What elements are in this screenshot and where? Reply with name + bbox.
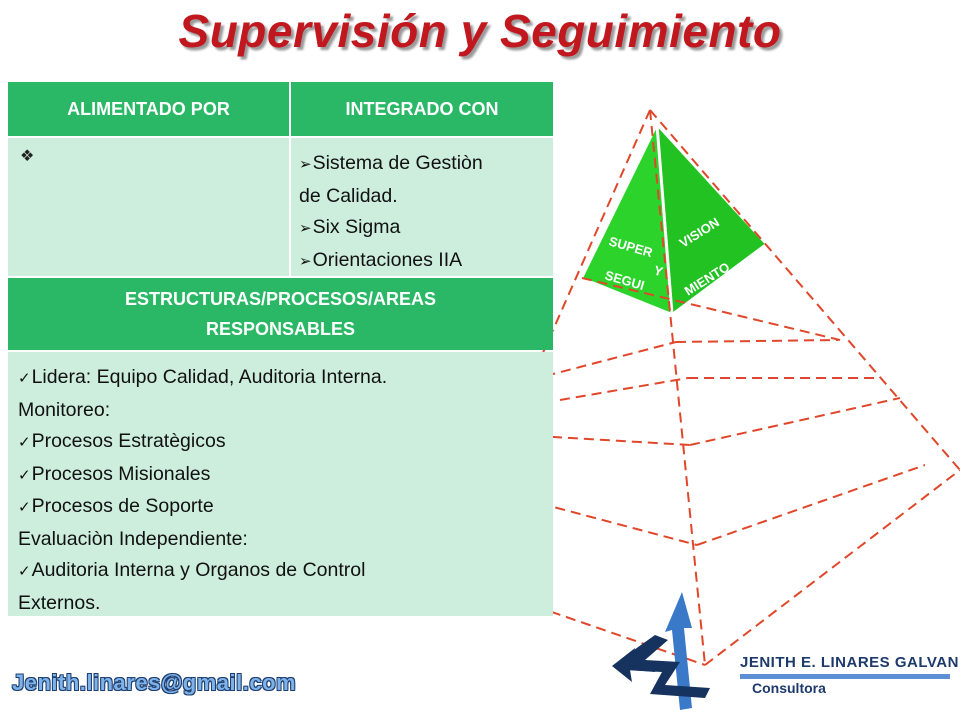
table-header-row: ALIMENTADO POR INTEGRADO CON bbox=[8, 82, 553, 136]
pyramid-level-4-right bbox=[696, 464, 926, 546]
list-item: ➢Six Sigma bbox=[299, 216, 401, 238]
pyramid-label-left-3: SEGUI bbox=[603, 267, 646, 293]
logo-subtitle: Consultora bbox=[752, 680, 826, 696]
evaluacion-label: Evaluaciòn Independiente: bbox=[18, 527, 248, 550]
monitoreo-label: Monitoreo: bbox=[18, 398, 111, 421]
pyramid-level-1-right bbox=[675, 339, 839, 343]
list-item: ✓Lidera: Equipo Calidad, Auditoria Inter… bbox=[18, 366, 388, 388]
check-icon: ✓ bbox=[18, 563, 31, 580]
list-item: ✓Auditoria Interna y Organos de Control bbox=[18, 559, 366, 581]
pyramid-label-right-1: VISION bbox=[677, 214, 722, 250]
logo-zigzag bbox=[620, 635, 710, 698]
pyramid-level-3-right bbox=[689, 397, 901, 446]
contact-email: Jenith.linares@gmail.com bbox=[12, 670, 297, 695]
page-title: Supervisión y Seguimiento bbox=[178, 5, 782, 57]
list-item: ✓Procesos de Soporte bbox=[18, 495, 214, 517]
integrado-list: ➢Sistema de Gestiòn de Calidad. ➢Six Sig… bbox=[299, 148, 547, 277]
section-header-estructuras: ESTRUCTURAS/PROCESOS/AREAS RESPONSABLES bbox=[8, 278, 553, 350]
pyramid-edge-center bbox=[649, 109, 706, 666]
list-item-continuation: Externos. bbox=[18, 591, 101, 614]
arrow-bullet-icon: ➢ bbox=[299, 252, 312, 270]
list-item: ✓Procesos Estratègicos bbox=[18, 430, 226, 452]
header-alimentado-por: ALIMENTADO POR bbox=[8, 82, 289, 136]
cell-alimentado-por: ❖ bbox=[8, 138, 289, 276]
pyramid-level-0 bbox=[581, 277, 841, 341]
list-item: ➢Sistema de Gestiòn bbox=[299, 152, 483, 174]
pyramid-top-edge bbox=[655, 124, 674, 315]
pyramid-level-2-left bbox=[559, 377, 689, 401]
header-integrado-con: INTEGRADO CON bbox=[291, 82, 553, 136]
consultora-logo-icon bbox=[612, 592, 710, 710]
pyramid-edge-right bbox=[649, 109, 960, 471]
list-item: ➢Orientaciones IIA bbox=[299, 248, 463, 271]
arrow-bullet-icon: ➢ bbox=[299, 156, 312, 173]
pyramid-top-right-face bbox=[655, 122, 768, 316]
list-item-continuation: de Calidad. bbox=[299, 184, 398, 207]
check-icon: ✓ bbox=[18, 466, 31, 484]
table-body-row: ❖ ➢Sistema de Gestiòn de Calidad. ➢Six S… bbox=[8, 138, 553, 276]
pyramid-label-left-2: Y bbox=[652, 262, 665, 279]
diamond-bullet-icon: ❖ bbox=[20, 148, 35, 165]
section-body-responsables: ✓Lidera: Equipo Calidad, Auditoria Inter… bbox=[8, 352, 553, 616]
pyramid-label-left-1: SUPER bbox=[607, 233, 655, 260]
logo-divider-bar bbox=[740, 674, 950, 679]
pyramid-top-left-face bbox=[580, 121, 674, 316]
logo-name: JENITH E. LINARES GALVAN bbox=[740, 654, 959, 671]
logo-arrow-up bbox=[665, 592, 692, 710]
arrow-bullet-icon: ➢ bbox=[299, 220, 312, 237]
list-item: ✓Procesos Misionales bbox=[18, 462, 211, 485]
check-icon: ✓ bbox=[18, 370, 31, 387]
cell-integrado-con: ➢Sistema de Gestiòn de Calidad. ➢Six Sig… bbox=[291, 138, 553, 276]
responsables-list: ✓Lidera: Equipo Calidad, Auditoria Inter… bbox=[18, 362, 387, 619]
check-icon: ✓ bbox=[18, 434, 31, 451]
logo-arrow-left bbox=[612, 648, 658, 682]
check-icon: ✓ bbox=[18, 499, 31, 516]
pyramid-label-right-2: MIENTO bbox=[682, 259, 733, 298]
